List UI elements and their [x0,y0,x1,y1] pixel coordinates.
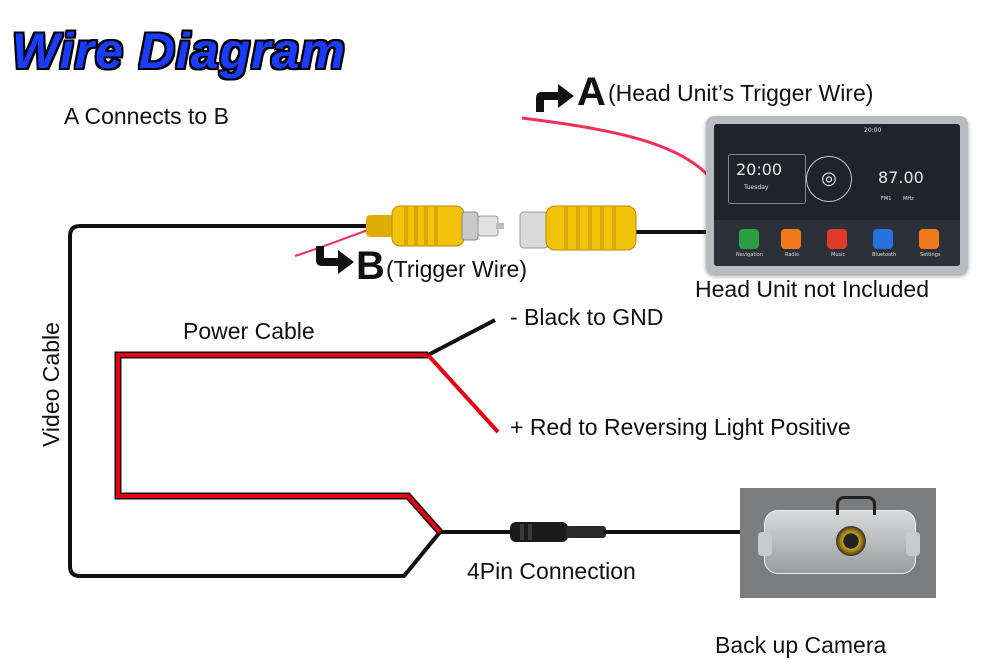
clock-time: 20:00 [736,160,783,179]
head-unit-label: Head Unit not Included [695,276,929,302]
black-gnd-label: - Black to GND [510,304,664,330]
app-bluetooth-label: Bluetooth [872,252,897,258]
power-cable-label: Power Cable [183,318,315,344]
four-pin-connector [510,522,606,542]
label-b-text: (Trigger Wire) [386,256,527,282]
camera-mount-right [906,532,920,556]
radio-unit: MHz [903,196,914,202]
app-bluetooth-icon[interactable] [873,229,893,249]
label-b-letter: B [356,244,385,288]
red-reverse-wire [426,353,500,434]
arrow-a-icon [536,84,574,112]
rca-male-connector [366,205,504,247]
radio-band: FM1 [881,196,892,202]
head-unit-image: 20:00 20:00 Tuesday ◎ 87.00 FM1 MHz Navi… [706,116,968,274]
app-music-icon[interactable] [827,229,847,249]
four-pin-label: 4Pin Connection [467,558,636,584]
app-settings-icon[interactable] [919,229,939,249]
camera-mount-left [758,532,772,556]
app-settings-label: Settings [920,252,941,258]
camera-label: Back up Camera [715,632,887,658]
head-unit-trigger-wire [521,116,714,181]
radio-frequency: 87.00 [878,168,924,187]
app-navigation-icon[interactable] [739,229,759,249]
arrow-b-icon [316,246,354,274]
black-gnd-wire [427,318,496,357]
power-cable-wire [116,353,442,534]
clock-widget [728,154,806,204]
label-a-text: (Head Unit’s Trigger Wire) [608,80,874,106]
radio-antenna-icon: ◎ [806,156,852,202]
status-bar-time: 20:00 [864,127,882,134]
power-cable-outline [114,351,443,535]
app-radio-label: Radio [785,252,800,258]
clock-day: Tuesday [744,184,769,191]
diagram-title: Wire Diagram [12,23,346,79]
rca-female-connector [519,205,637,251]
red-reverse-label: + Red to Reversing Light Positive [510,414,851,440]
video-cable-label: Video Cable [38,322,64,447]
head-unit-screen: 20:00 20:00 Tuesday ◎ 87.00 FM1 MHz Navi… [714,124,960,266]
app-music-label: Music [831,252,846,258]
video-cable-wire [68,224,520,578]
backup-camera-image [740,488,936,598]
app-navigation-label: Navigation [736,252,763,258]
camera-cable-exit [836,496,876,515]
label-a-letter: A [577,70,606,114]
app-radio-icon[interactable] [781,229,801,249]
camera-lens-icon [836,526,866,556]
diagram-subtitle: A Connects to B [64,103,229,129]
